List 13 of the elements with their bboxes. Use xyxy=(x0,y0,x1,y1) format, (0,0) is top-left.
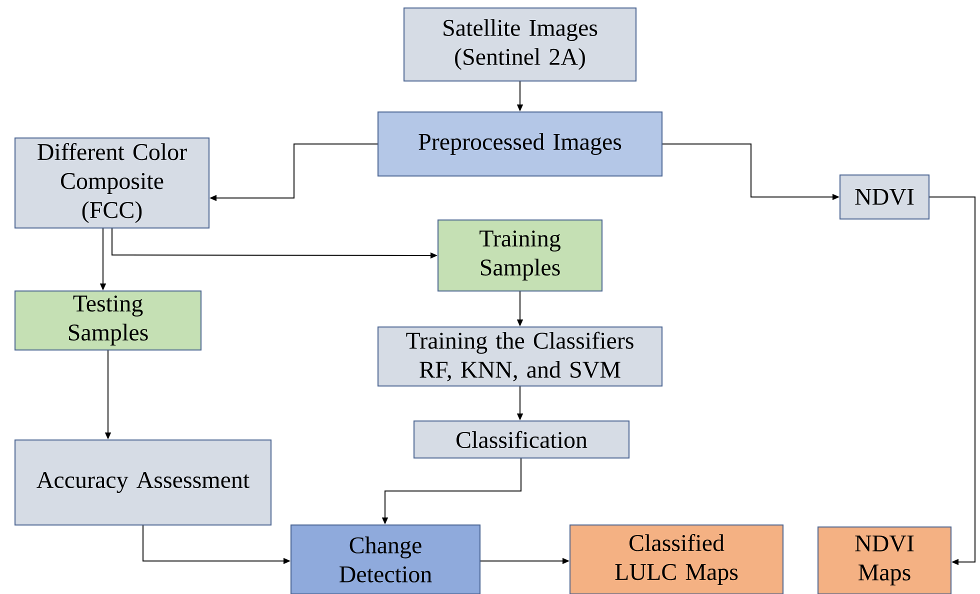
process-box: NDVI xyxy=(840,174,930,220)
sample-box: Training Samples xyxy=(438,220,602,292)
sample-box: Testing Samples xyxy=(14,290,202,350)
process-box: Training the Classifiers RF, KNN, and SVM xyxy=(378,326,662,386)
arrow xyxy=(929,196,976,566)
process-box: Preprocessed Images xyxy=(378,112,662,176)
process-box: Change Detection xyxy=(290,524,480,594)
output-box: NDVI Maps xyxy=(818,526,952,594)
process-box: Classification xyxy=(414,420,630,458)
process-box: Different Color Composite (FCC) xyxy=(14,138,210,228)
output-box: Classified LULC Maps xyxy=(570,524,784,594)
process-box: Accuracy Assessment xyxy=(14,440,272,526)
process-box: Satellite Images (Sentinel 2A) xyxy=(404,8,636,82)
